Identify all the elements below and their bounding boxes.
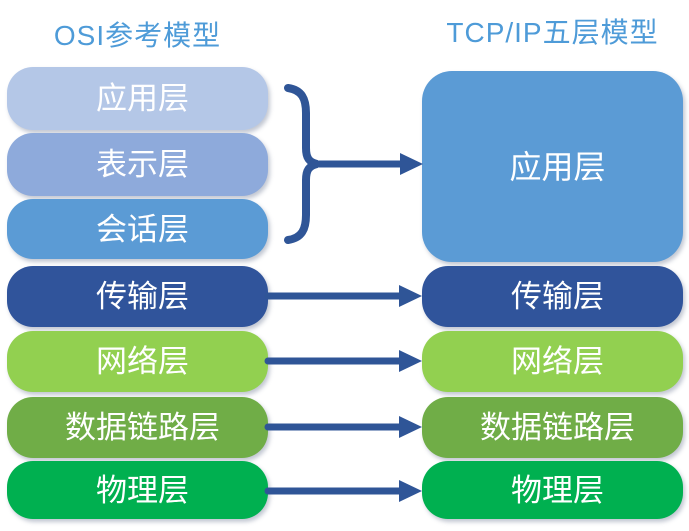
osi-layer-application-label: 应用层 <box>96 81 189 116</box>
tcpip-layer-transport-label: 传输层 <box>511 279 604 314</box>
arrow-application-head <box>400 153 423 175</box>
osi-layer-transport: 传输层 <box>7 266 268 327</box>
tcpip-layer-application: 应用层 <box>422 71 683 262</box>
osi-layer-presentation: 表示层 <box>7 133 268 196</box>
tcpip-layer-physical-label: 物理层 <box>511 472 604 508</box>
tcpip-layer-datalink: 数据链路层 <box>422 397 683 458</box>
osi-layer-physical: 物理层 <box>7 461 268 519</box>
osi-layer-datalink-label: 数据链路层 <box>65 410 220 445</box>
osi-layer-application: 应用层 <box>7 67 268 130</box>
arrow-datalink-head <box>399 416 422 438</box>
tcpip-layer-network: 网络层 <box>422 331 683 392</box>
osi-layer-transport-label: 传输层 <box>96 279 189 314</box>
osi-layer-presentation-label: 表示层 <box>96 147 189 182</box>
osi-layer-session-label: 会话层 <box>96 211 189 247</box>
osi-model-title: OSI参考模型 <box>53 20 222 51</box>
arrow-physical-head <box>399 480 422 502</box>
tcpip-layer-datalink-label: 数据链路层 <box>480 410 635 445</box>
osi-layer-physical-label: 物理层 <box>96 472 189 508</box>
arrow-transport-head <box>399 285 422 307</box>
tcpip-layer-transport: 传输层 <box>422 266 683 327</box>
tcpip-layer-physical: 物理层 <box>422 461 683 519</box>
osi-layer-network: 网络层 <box>7 331 268 392</box>
osi-layer-session: 会话层 <box>7 199 268 259</box>
arrow-network-head <box>399 350 422 372</box>
tcpip-layer-application-label: 应用层 <box>509 148 606 185</box>
tcpip-model-title: TCP/IP五层模型 <box>446 17 659 48</box>
osi-layer-network-label: 网络层 <box>96 344 189 379</box>
osi-layer-datalink: 数据链路层 <box>7 397 268 458</box>
group-brace <box>284 84 319 244</box>
tcpip-layer-network-label: 网络层 <box>511 344 604 379</box>
